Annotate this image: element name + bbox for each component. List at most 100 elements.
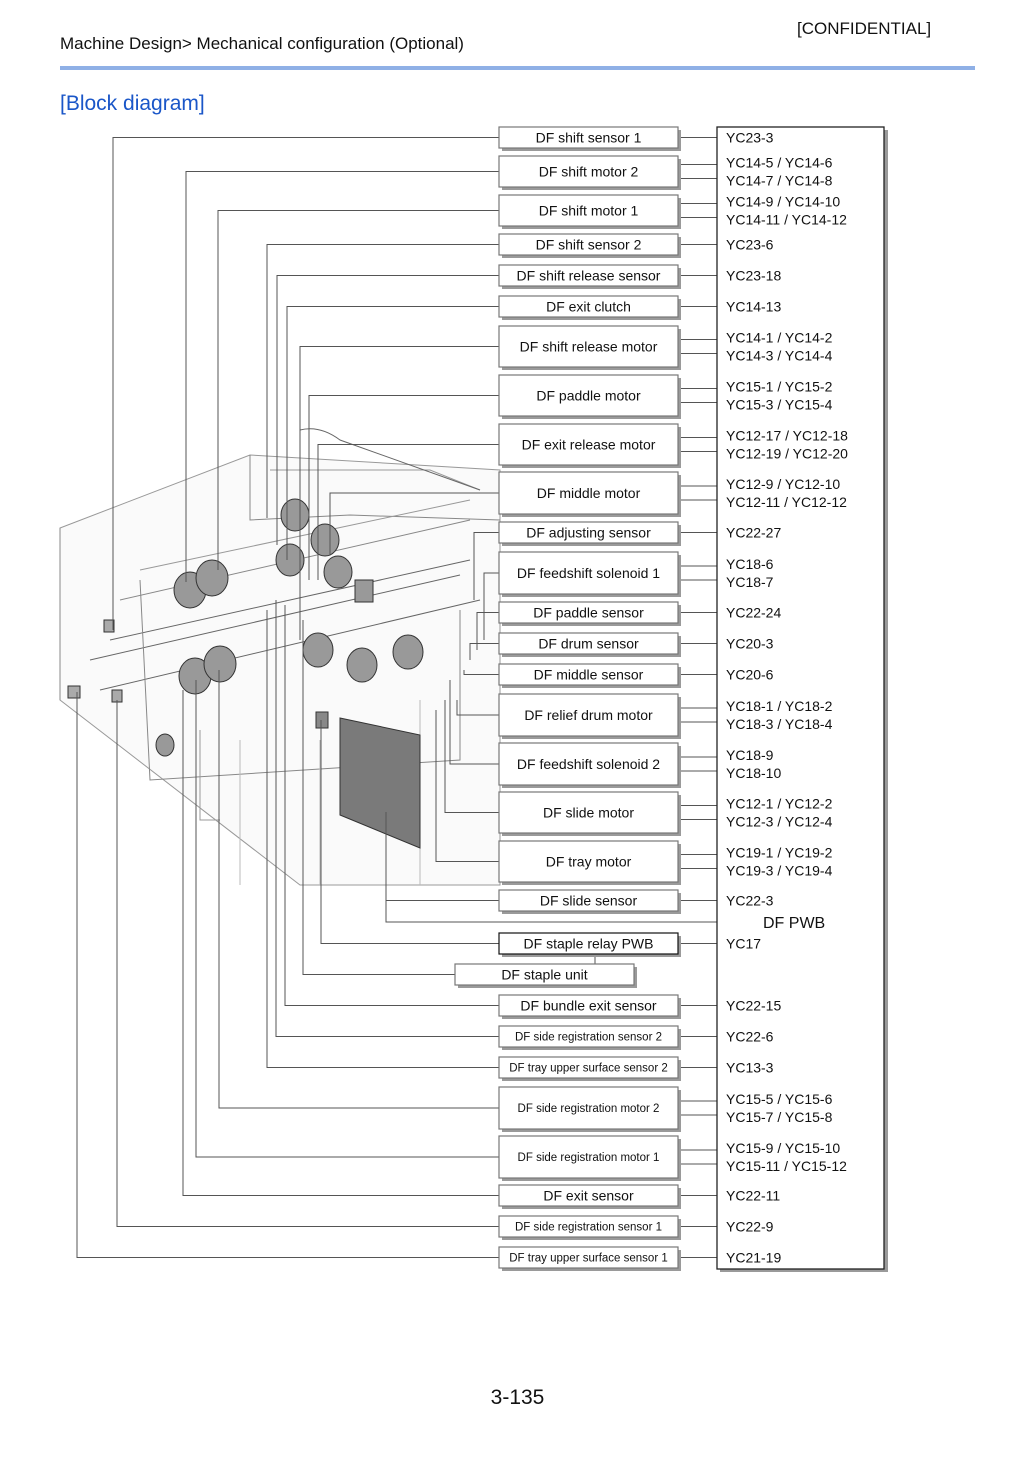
leader-line (320, 720, 499, 944)
leader-line (469, 643, 499, 660)
component-label: DF side registration sensor 2 (515, 1032, 662, 1044)
component-label: DF paddle motor (536, 388, 641, 404)
connector-label: YC12-1 / YC12-2 (726, 796, 833, 812)
leader-line (185, 171, 499, 582)
component-label: DF staple unit (501, 967, 587, 983)
component-df-middle-motor: DF middle motor (498, 471, 681, 517)
component-label: DF tray upper surface sensor 2 (509, 1063, 668, 1075)
connector-label: YC15-7 / YC15-8 (726, 1109, 833, 1125)
component-df-paddle-motor: DF paddle motor (498, 374, 681, 419)
connector-label: YC18-6 (726, 556, 774, 572)
component-label: DF shift release motor (520, 339, 658, 355)
leader-line (302, 620, 455, 975)
connector-label: YC22-6 (726, 1029, 774, 1045)
component-df-tray-motor: DF tray motor (498, 840, 681, 885)
component-label: DF tray upper surface sensor 1 (509, 1253, 668, 1265)
pwb-leader-line (385, 812, 717, 923)
leader-line (275, 600, 499, 1037)
pwb-label: DF PWB (763, 915, 825, 932)
leader-line (195, 680, 499, 1158)
connector-label: YC15-5 / YC15-6 (726, 1091, 833, 1107)
leader-line (299, 346, 499, 640)
leader-line (76, 692, 499, 1258)
connector-label: YC18-10 (726, 765, 781, 781)
leader-line (444, 700, 499, 813)
connector-label: YC12-9 / YC12-10 (726, 476, 840, 492)
leader-line (473, 532, 499, 600)
connector-label: YC23-6 (726, 237, 774, 253)
component-label: DF slide motor (543, 805, 634, 821)
leader-line (463, 670, 499, 675)
component-label: DF exit clutch (546, 299, 631, 315)
connector-label: YC12-17 / YC12-18 (726, 428, 848, 444)
component-label: DF middle sensor (534, 667, 644, 683)
leader-line (435, 710, 499, 862)
component-label: DF adjusting sensor (526, 525, 651, 541)
component-df-feedshift-solenoid-1: DF feedshift solenoid 1 (498, 551, 681, 597)
connector-label: YC22-3 (726, 893, 774, 909)
component-df-shift-sensor-1: DF shift sensor 1 (498, 126, 681, 151)
component-df-paddle-sensor: DF paddle sensor (498, 601, 681, 626)
component-label: DF slide sensor (540, 893, 638, 909)
component-df-slide-motor: DF slide motor (498, 791, 681, 836)
component-df-exit-sensor: DF exit sensor (498, 1184, 681, 1209)
component-label: DF shift release sensor (517, 268, 661, 284)
component-label: DF drum sensor (538, 636, 639, 652)
leader-line (483, 572, 499, 640)
component-label: DF feedshift solenoid 2 (517, 756, 660, 772)
component-label: DF shift motor 2 (539, 164, 639, 180)
connector-label: YC14-11 / YC14-12 (726, 212, 847, 228)
leader-line (284, 605, 499, 1006)
connector-label: YC12-11 / YC12-12 (726, 494, 847, 510)
component-label: DF side registration motor 2 (518, 1103, 660, 1115)
connector-label: YC20-3 (726, 636, 774, 652)
connector-label: YC22-24 (726, 605, 781, 621)
component-df-feedshift-solenoid-2: DF feedshift solenoid 2 (498, 742, 681, 788)
component-df-shift-release-motor: DF shift release motor (498, 325, 681, 370)
connector-label: YC22-15 (726, 998, 781, 1014)
connector-label: YC18-7 (726, 574, 774, 590)
connector-label: YC15-1 / YC15-2 (726, 379, 833, 395)
component-df-side-registration-motor-2: DF side registration motor 2 (498, 1086, 681, 1132)
leader-line (456, 700, 499, 716)
component-label: DF relief drum motor (524, 707, 653, 723)
leader-line (476, 612, 499, 650)
leader-line (317, 444, 499, 580)
connector-label: YC15-3 / YC15-4 (726, 397, 833, 413)
connector-label: YC22-9 (726, 1219, 774, 1235)
connector-label: YC18-1 / YC18-2 (726, 698, 833, 714)
component-df-staple-unit: DF staple unit (454, 963, 637, 988)
leader-line (286, 306, 499, 560)
leader-line (449, 680, 499, 765)
connector-label: YC23-3 (726, 130, 774, 146)
component-label: DF shift sensor 1 (536, 130, 642, 146)
page-number: 3-135 (490, 1386, 545, 1409)
header-divider (60, 66, 975, 70)
connector-label: YC22-27 (726, 525, 781, 541)
connector-label: YC14-5 / YC14-6 (726, 155, 833, 171)
component-label: DF feedshift solenoid 1 (517, 565, 660, 581)
leader-line (276, 275, 499, 545)
confidential-label: [CONFIDENTIAL] (797, 19, 932, 38)
component-label: DF shift motor 1 (539, 203, 639, 219)
component-label: DF middle motor (537, 485, 641, 501)
leader-line (112, 137, 499, 630)
component-df-shift-release-sensor: DF shift release sensor (498, 264, 681, 289)
leader-line (329, 492, 499, 555)
connector-label: YC14-1 / YC14-2 (726, 330, 833, 346)
connector-label: YC15-11 / YC15-12 (726, 1158, 847, 1174)
component-df-drum-sensor: DF drum sensor (498, 632, 681, 657)
connector-label: YC22-11 (726, 1188, 780, 1204)
leader-line (218, 670, 499, 1109)
component-df-bundle-exit-sensor: DF bundle exit sensor (498, 994, 681, 1019)
component-df-side-registration-motor-1: DF side registration motor 1 (498, 1135, 681, 1181)
component-df-adjusting-sensor: DF adjusting sensor (498, 521, 681, 546)
connector-label: YC14-13 (726, 299, 781, 315)
connector-label: YC19-3 / YC19-4 (726, 863, 833, 879)
connector-label: YC12-3 / YC12-4 (726, 814, 833, 830)
connector-label: YC14-3 / YC14-4 (726, 348, 833, 364)
component-label: DF exit release motor (522, 437, 656, 453)
component-df-exit-release-motor: DF exit release motor (498, 423, 681, 468)
